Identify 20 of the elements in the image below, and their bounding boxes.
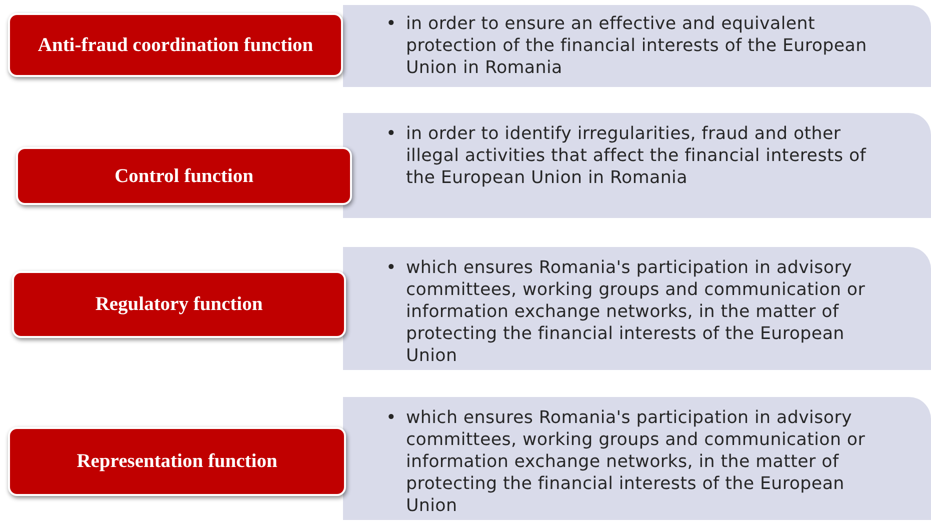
function-box: [12, 271, 346, 338]
function-box: [8, 427, 346, 496]
function-title: Regulatory function: [94, 294, 264, 315]
bullet-mark: •: [386, 123, 398, 145]
bullet-mark: •: [386, 13, 398, 35]
description-panel: [343, 113, 931, 218]
description-text: in order to ensure an effective and equivalent protection of the financial interests of the European Union in Romania: [406, 13, 868, 79]
function-box: [8, 13, 343, 77]
bullet-mark: •: [386, 407, 398, 429]
description-panel: [343, 247, 931, 370]
description-panel: [343, 397, 931, 520]
function-title: Anti-fraud coordination function: [36, 34, 314, 56]
function-title: Control function: [114, 166, 254, 186]
description-panel: [343, 5, 931, 87]
description-text: which ensures Romania's participation in advisory committees, working groups and communication or information exchange networks, in the matter of protecting the financial interests of the European Union: [406, 257, 866, 367]
description-text: which ensures Romania's participation in advisory committees, working groups and communication or information exchange networks, in the matter of protecting the financial interests of the European Union: [406, 407, 866, 517]
description-text: in order to identify irregularities, fraud and other illegal activities that affect the financial interests of the European Union in Romania: [406, 123, 868, 189]
function-title: Representation function: [76, 451, 278, 472]
bullet-mark: •: [386, 257, 398, 279]
function-box: [16, 147, 352, 205]
